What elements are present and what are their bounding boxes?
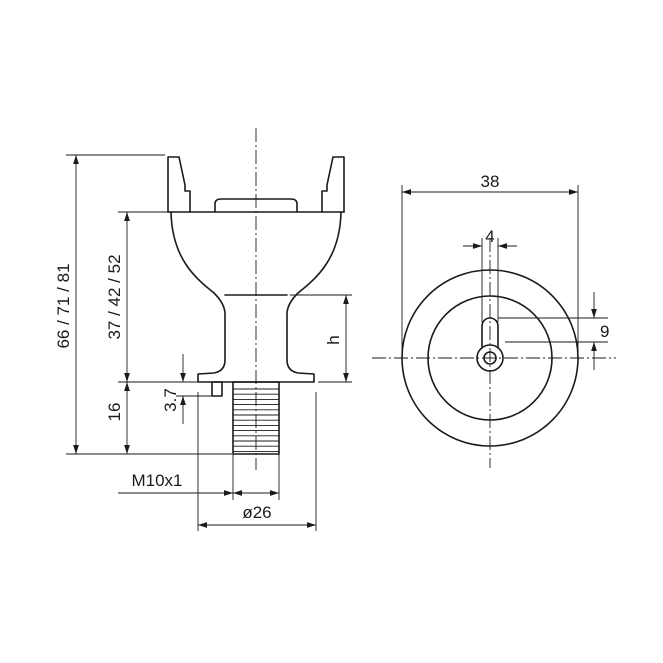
- inner-circle: [427, 295, 553, 421]
- total-height-label: 66 / 71 / 81: [54, 263, 73, 348]
- side-dimensions: 66 / 71 / 81 37 / 42 / 52 16 3.7 h M10x1…: [54, 154, 352, 531]
- clip-plate: [214, 198, 298, 213]
- thread-length-label: 16: [105, 403, 124, 422]
- center-hole-inner: [483, 351, 497, 365]
- neck-height-label: h: [324, 335, 343, 344]
- slot-width-label: 4: [485, 227, 494, 246]
- slot-offset-label: 9: [600, 322, 609, 341]
- threaded-stud: [232, 381, 280, 455]
- keyhole-slot: [481, 317, 499, 349]
- top-dimensions: 38 4 9: [401, 172, 609, 370]
- top-view: [372, 238, 616, 468]
- side-view: [167, 128, 345, 470]
- center-hole-outer: [476, 344, 504, 372]
- top-width-label: 38: [481, 172, 500, 191]
- left-claw: [167, 156, 191, 213]
- collar-height-label: 3.7: [161, 388, 180, 412]
- thread-spec-label: M10x1: [131, 471, 182, 490]
- upper-height-label: 37 / 42 / 52: [105, 254, 124, 339]
- right-claw: [321, 156, 345, 213]
- collar: [211, 381, 223, 397]
- base-diameter-label: ø26: [242, 503, 271, 522]
